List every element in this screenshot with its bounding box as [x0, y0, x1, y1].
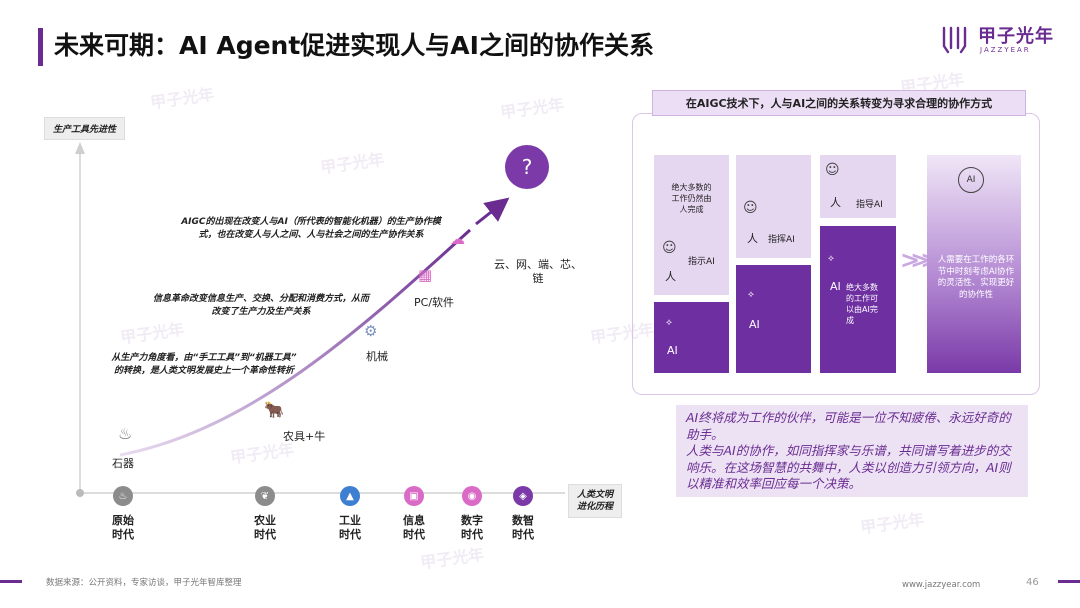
- era-label: 原始 时代: [112, 514, 134, 541]
- stage-label: 云、网、端、芯、 链: [494, 258, 582, 285]
- chip-icon: ▣: [404, 486, 424, 506]
- footer-accent-right: [1058, 580, 1080, 583]
- ai-block: [654, 302, 729, 373]
- panel-header: 在AIGC技术下，人与AI之间的关系转变为寻求合理的协作方式: [652, 90, 1026, 116]
- x-axis-label: 人类文明 进化历程: [568, 484, 623, 518]
- human-label: 人: [830, 196, 841, 209]
- leaf-icon: ❦: [255, 486, 275, 506]
- machine-icon: ⚙: [364, 322, 378, 340]
- block-text: 绝大多数的 工作仍然由 人完成: [671, 183, 712, 214]
- logo-icon: [940, 24, 972, 56]
- stage-label: PC/软件: [414, 296, 455, 309]
- annotation: 信息革命改变信息生产、交换、分配和消费方式，从而 改变了生产力及生产关系: [152, 294, 369, 317]
- ai-label: AI: [830, 280, 841, 293]
- page-title: 未来可期：AI Agent促进实现人与AI之间的协作关系: [54, 31, 654, 60]
- era-label: 工业 时代: [339, 514, 361, 541]
- ox-icon: 🐂: [264, 400, 284, 419]
- role-label: 指导AI: [856, 200, 883, 210]
- y-axis-label: 生产工具先进性: [44, 117, 126, 140]
- stage-label: 石器: [112, 457, 134, 470]
- watermark: 甲子光年: [859, 509, 926, 538]
- human-label: 人: [665, 270, 676, 283]
- data-source: 数据来源：公开资料，专家访谈，甲子光年智库整理: [46, 578, 242, 588]
- factory-icon: ▲: [340, 486, 360, 506]
- ai-icon: ⟡: [828, 254, 834, 264]
- human-label: 人: [747, 232, 758, 245]
- human-block: [654, 155, 729, 295]
- annotation: AIGC的出现在改变人与AI（所代表的智能化机器）的生产协作模 式，也在改变人与…: [181, 217, 441, 240]
- title-accent-bar: [38, 28, 43, 66]
- human-block: [820, 155, 896, 218]
- digital-icon: ◉: [462, 486, 482, 506]
- growth-arrow: [475, 197, 510, 226]
- ai-label: AI: [749, 318, 760, 331]
- role-label: 指挥AI: [768, 235, 795, 245]
- question-circle: ?: [505, 145, 549, 189]
- fire-icon: ♨: [113, 486, 133, 506]
- ai-icon: ⟡: [748, 290, 754, 300]
- ai-icon: ⟡: [666, 318, 672, 328]
- stage-label: 机械: [366, 350, 388, 363]
- chevron-right-icon: >>>: [900, 246, 940, 274]
- ai-block: [736, 265, 811, 373]
- footer-url[interactable]: www.jazzyear.com: [902, 580, 981, 590]
- page-number: 46: [1026, 577, 1039, 588]
- ai-chip-icon: ◈: [513, 486, 533, 506]
- logo-text: 甲子光年: [978, 26, 1054, 47]
- ai-head-icon: AI: [958, 167, 984, 193]
- era-label: 数智 时代: [512, 514, 534, 541]
- building-icon: ▦: [418, 266, 433, 284]
- era-label: 数字 时代: [461, 514, 483, 541]
- head-icon: ☺: [825, 162, 840, 178]
- campfire-icon: ♨: [118, 424, 133, 443]
- era-label: 信息 时代: [403, 514, 425, 541]
- role-label: 指示AI: [688, 257, 715, 267]
- stage-label: 农具+牛: [283, 430, 326, 443]
- cloud-icon: ☁: [450, 230, 465, 248]
- ai-block: [820, 226, 896, 373]
- head-icon: ☺: [743, 200, 758, 216]
- head-icon: ☺: [662, 240, 677, 256]
- ai-label: AI: [667, 344, 678, 357]
- human-block: [736, 155, 811, 258]
- annotation: 从生产力角度看，由“手工工具”到“机器工具” 的转换，是人类文明发展史上一个革命…: [111, 353, 297, 376]
- footer-accent-left: [0, 580, 22, 583]
- block-text: 绝大多数 的工作可 以由AI完 成: [846, 283, 878, 325]
- era-label: 农业 时代: [254, 514, 276, 541]
- final-text: 人需要在工作的各环 节中时刻考虑AI协作 的灵活性、实现更好 的协作性: [937, 255, 1015, 300]
- growth-curve: [119, 228, 472, 457]
- logo-subtext: JAZZYEAR: [980, 46, 1031, 54]
- quote-box: AI终将成为工作的伙伴，可能是一位不知疲倦、永远好奇的助手。 人类与AI的协作，…: [676, 405, 1028, 497]
